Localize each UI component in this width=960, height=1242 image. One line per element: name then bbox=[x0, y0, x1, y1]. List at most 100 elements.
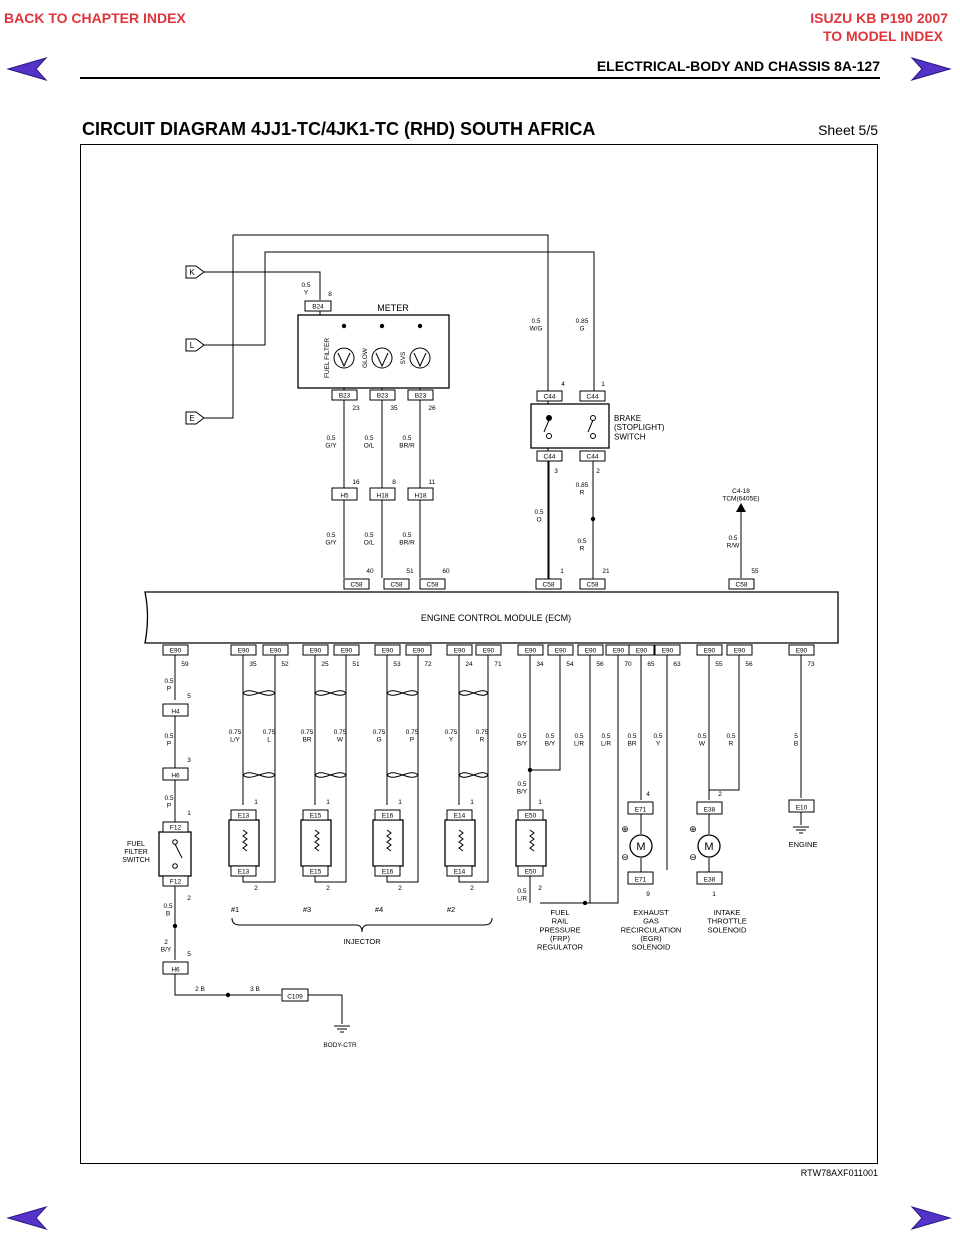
connector-b23-label: B23 bbox=[415, 393, 427, 400]
injector-group-label: INJECTOR bbox=[343, 937, 381, 946]
pin-number: 4 bbox=[561, 381, 565, 388]
connector-injector bbox=[230, 865, 257, 877]
pin-number: 55 bbox=[715, 661, 723, 668]
connector-e38 bbox=[696, 871, 723, 885]
lamp-label: FUEL FILTER bbox=[324, 338, 331, 378]
connector-injector-label: E14 bbox=[454, 869, 466, 876]
connector-injector bbox=[374, 865, 401, 877]
next-page-bottom-arrow-icon[interactable] bbox=[908, 1205, 952, 1231]
connector-injector bbox=[302, 809, 329, 821]
connector-e90-label: E90 bbox=[310, 648, 322, 655]
connector-injector bbox=[230, 809, 257, 821]
to-model-index-link[interactable]: TO MODEL INDEX bbox=[822, 28, 943, 44]
header-divider bbox=[80, 77, 880, 79]
wire-label: 3 B bbox=[250, 986, 260, 993]
next-page-arrow-icon[interactable] bbox=[908, 56, 952, 82]
pin-number: 2 bbox=[538, 885, 542, 892]
connector-e90 bbox=[162, 644, 189, 656]
connector-c58 bbox=[579, 578, 606, 590]
brake-switch-body bbox=[530, 403, 610, 449]
pin-number: 35 bbox=[249, 661, 257, 668]
previous-page-arrow-icon[interactable] bbox=[6, 56, 50, 82]
connector-h-label: H5 bbox=[340, 493, 349, 500]
switch-contact bbox=[172, 863, 178, 869]
pin-number: 5 bbox=[187, 951, 191, 958]
connector-injector-label: E15 bbox=[310, 869, 322, 876]
pin-number: 21 bbox=[602, 568, 610, 575]
connector-c58-label: C58 bbox=[427, 582, 439, 589]
injector-number: #1 bbox=[231, 905, 239, 914]
connector-injector-label: E16 bbox=[382, 813, 394, 820]
connector-e90-label: E90 bbox=[796, 648, 808, 655]
connector-e50-label: E50 bbox=[525, 813, 537, 820]
connector-c58-label: C58 bbox=[391, 582, 403, 589]
connector-e90-label: E90 bbox=[483, 648, 495, 655]
connector-e90 bbox=[654, 644, 681, 656]
connector-e90 bbox=[374, 644, 401, 656]
pin-number: 2 bbox=[596, 468, 600, 475]
twisted-pair-icon bbox=[242, 772, 276, 778]
injector-number: #4 bbox=[375, 905, 383, 914]
connector-e90-label: E90 bbox=[382, 648, 394, 655]
connector-e90-label: E90 bbox=[555, 648, 567, 655]
pin-number: 8 bbox=[392, 479, 396, 486]
pin-number: 51 bbox=[352, 661, 360, 668]
connector-injector-label: E16 bbox=[382, 869, 394, 876]
pin-number: 71 bbox=[494, 661, 502, 668]
diagram-title: CIRCUIT DIAGRAM 4JJ1-TC/4JK1-TC (RHD) SO… bbox=[82, 119, 596, 139]
pin-number: 51 bbox=[406, 568, 414, 575]
connector-e90 bbox=[262, 644, 289, 656]
connector-c58-label: C58 bbox=[543, 582, 555, 589]
connector-f12 bbox=[162, 875, 189, 887]
connector-b24 bbox=[304, 300, 332, 312]
connector-c58 bbox=[383, 578, 410, 590]
connector-f12-label: F12 bbox=[170, 825, 182, 832]
polarity-plus-icon: ⊕ bbox=[689, 824, 697, 834]
sheet-number: Sheet 5/5 bbox=[818, 122, 878, 138]
wire bbox=[458, 805, 489, 883]
wire-label: 2 B bbox=[195, 986, 205, 993]
connector-e90-label: E90 bbox=[238, 648, 250, 655]
connector-e90 bbox=[547, 644, 574, 656]
wire bbox=[308, 994, 343, 1024]
wire bbox=[530, 655, 561, 771]
lamp-filament bbox=[375, 352, 389, 368]
connector-f12-label: F12 bbox=[170, 879, 182, 886]
pin-number: 70 bbox=[624, 661, 632, 668]
connector-e71-label: E71 bbox=[635, 877, 647, 884]
connector-c44-label: C44 bbox=[587, 454, 599, 461]
diagram-frame bbox=[80, 144, 878, 1164]
injector-brace bbox=[231, 917, 493, 933]
connector-e90 bbox=[788, 644, 815, 656]
connector-e90 bbox=[302, 644, 329, 656]
connector-h-label: H18 bbox=[377, 493, 389, 500]
lamp-icon bbox=[333, 347, 355, 369]
back-to-chapter-index-link[interactable]: BACK TO CHAPTER INDEX bbox=[4, 10, 186, 26]
connector-c44 bbox=[536, 450, 563, 462]
motor-icon bbox=[697, 834, 721, 858]
splice-dot bbox=[341, 323, 347, 329]
connector-e90-label: E90 bbox=[613, 648, 625, 655]
offpage-label: K bbox=[189, 268, 195, 277]
pin-number: 5 bbox=[187, 693, 191, 700]
switch-blade bbox=[587, 419, 594, 433]
pin-number: 63 bbox=[673, 661, 681, 668]
connector-h6-label: H6 bbox=[171, 773, 180, 780]
connector-injector-label: E14 bbox=[454, 813, 466, 820]
model-title-link[interactable]: ISUZU KB P190 2007 bbox=[810, 10, 948, 26]
previous-page-bottom-arrow-icon[interactable] bbox=[6, 1205, 50, 1231]
connector-e90-label: E90 bbox=[170, 648, 182, 655]
connector-injector-label: E13 bbox=[238, 813, 250, 820]
offpage-label: E bbox=[189, 414, 194, 423]
lamp-icon bbox=[409, 347, 431, 369]
connector-e38-label: E38 bbox=[704, 807, 716, 814]
